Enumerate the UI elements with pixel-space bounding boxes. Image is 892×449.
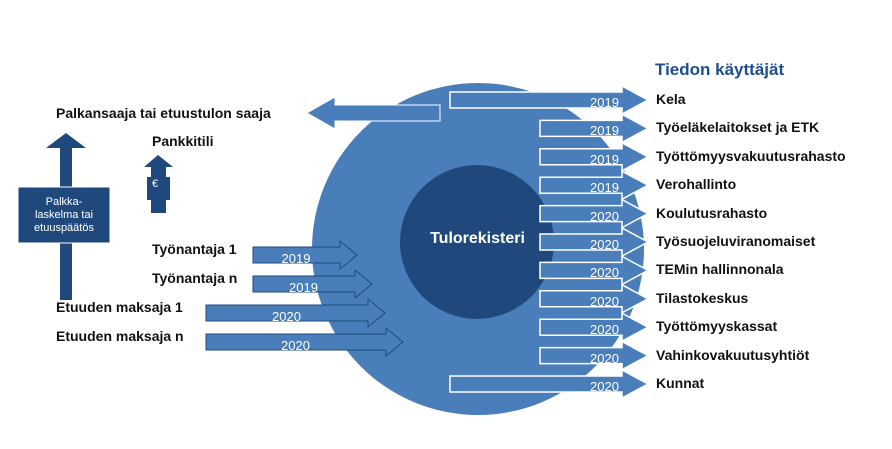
- inner-circle: [400, 165, 554, 319]
- user-arrow: [449, 368, 650, 400]
- source-year: 2019: [289, 280, 318, 295]
- user-year: 2020: [590, 350, 619, 366]
- euro-arrow: [144, 155, 173, 213]
- user-arrow: [539, 255, 650, 286]
- user-year: 2019: [590, 151, 619, 167]
- bank-account-label: Pankkitili: [152, 133, 214, 149]
- user-label: Työttömyyskassat: [656, 318, 778, 335]
- user-arrow: [539, 113, 650, 144]
- user-arrow: [539, 198, 650, 229]
- arrow-to-recipient: [305, 96, 441, 130]
- source-label: Työnantaja 1: [152, 241, 237, 257]
- user-label: Kela: [656, 91, 686, 107]
- user-year: 2020: [590, 237, 619, 252]
- euro-symbol: €: [152, 178, 159, 190]
- user-arrow: [539, 226, 650, 258]
- user-label: TEMin hallinnonala: [656, 261, 784, 278]
- user-year: 2019: [590, 95, 619, 110]
- source-year: 2020: [281, 338, 310, 353]
- user-label: Tilastokeskus: [656, 289, 749, 306]
- source-label: Etuuden maksaja 1: [56, 299, 183, 315]
- user-year: 2020: [590, 379, 619, 394]
- source-label: Etuuden maksaja n: [56, 328, 184, 344]
- user-year: 2019: [590, 123, 619, 139]
- source-arrow: [252, 268, 373, 300]
- user-year: 2020: [590, 208, 619, 224]
- user-arrow: [539, 283, 650, 315]
- source-arrow: [252, 239, 358, 271]
- user-year: 2020: [590, 322, 619, 338]
- user-year: 2020: [590, 265, 619, 281]
- payslip-box-bg: [17, 186, 111, 244]
- data-users-title: Tiedon käyttäjät: [655, 60, 785, 79]
- recipient-label: Palkansaaja tai etuustulon saaja: [56, 105, 271, 121]
- user-arrow: [539, 169, 650, 201]
- user-label: Koulutusrahasto: [656, 204, 768, 221]
- user-label: Kunnat: [656, 375, 705, 391]
- source-year: 2019: [281, 251, 311, 266]
- payslip-box: Palkka- laskelma tai etuuspäätös: [34, 195, 94, 234]
- user-label: Työsuojeluviranomaiset: [656, 233, 816, 249]
- source-arrow: [205, 326, 404, 358]
- user-label: Työeläkelaitokset ja ETK: [656, 119, 820, 136]
- user-year: 2020: [590, 293, 619, 309]
- user-arrow: [449, 84, 650, 116]
- user-year: 2019: [590, 180, 619, 196]
- center-label: Tulorekisteri: [430, 230, 525, 247]
- user-label: Työttömyysvakuutusrahasto: [656, 147, 846, 164]
- user-label: Vahinkovakuutusyhtiöt: [656, 346, 810, 363]
- user-arrow: [539, 340, 650, 371]
- user-arrow: [539, 311, 650, 343]
- source-label: Työnantaja n: [152, 270, 238, 286]
- user-label: Verohallinto: [656, 176, 737, 193]
- source-arrow: [205, 297, 386, 329]
- user-arrow: [539, 141, 650, 173]
- source-year: 2020: [272, 309, 301, 324]
